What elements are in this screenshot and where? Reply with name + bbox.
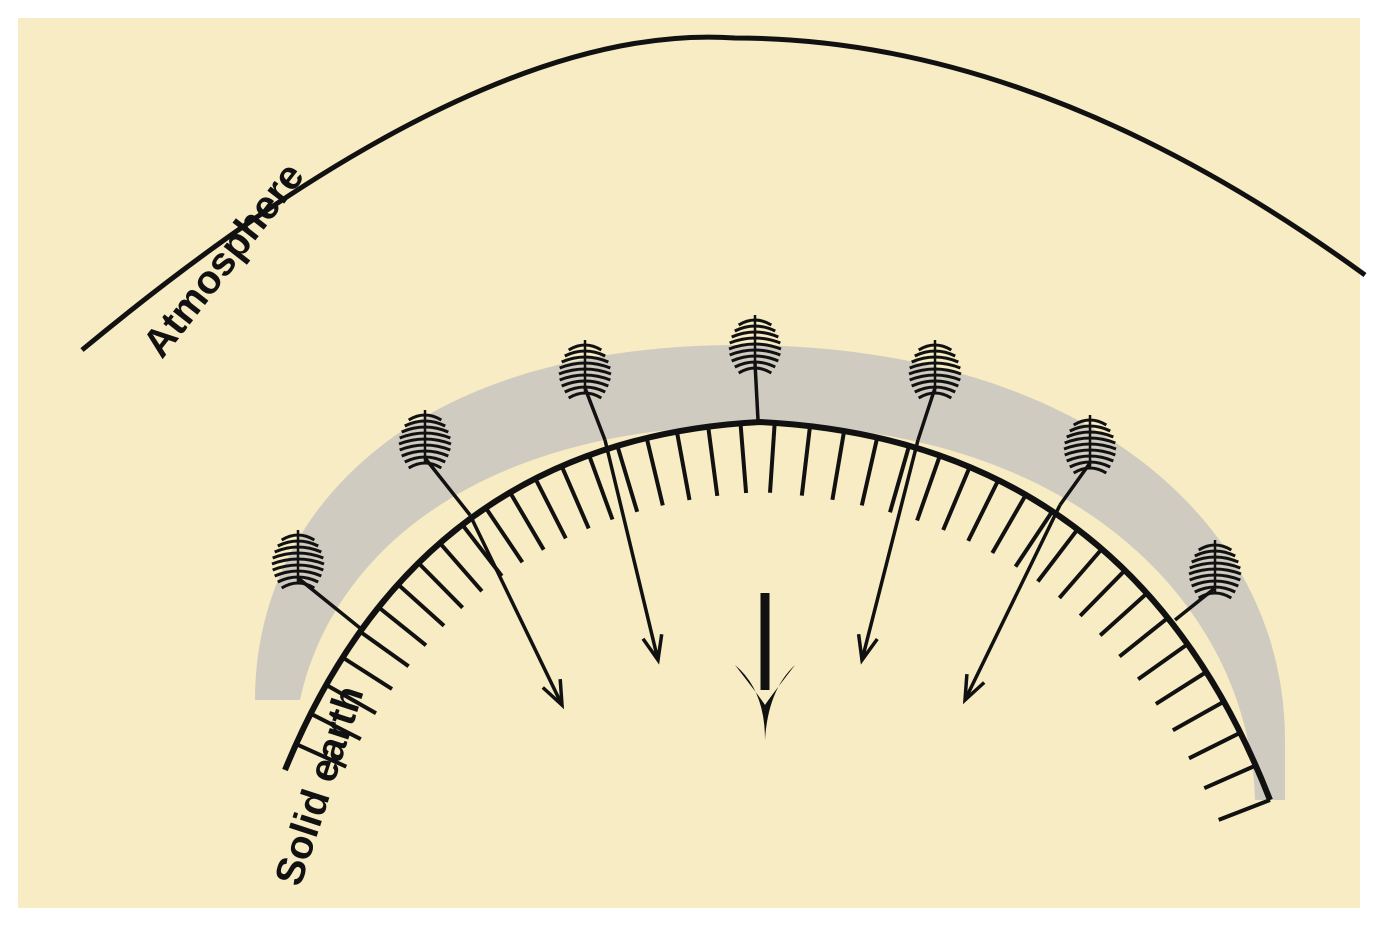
paper-background [18,18,1360,908]
